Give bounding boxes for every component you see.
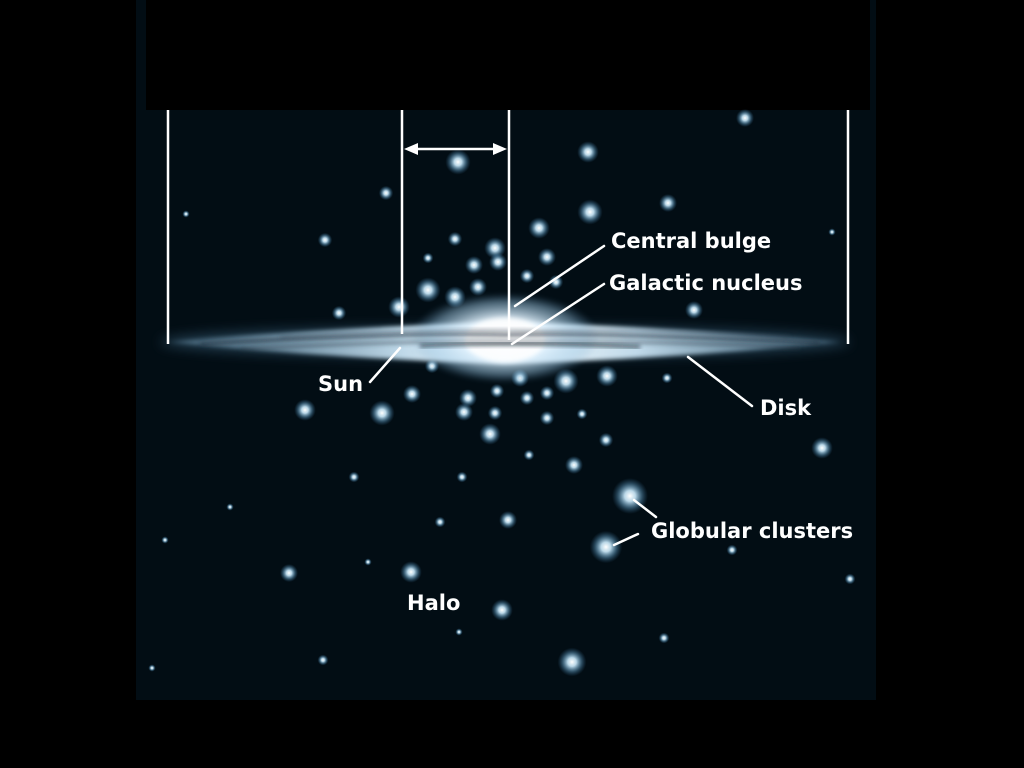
leader-globular-lower: [612, 532, 640, 547]
star: [294, 399, 316, 421]
star: [596, 365, 618, 387]
leader-sun: [368, 346, 402, 384]
star: [182, 210, 190, 218]
star: [489, 383, 505, 399]
halo-stars: [148, 109, 856, 677]
star: [519, 390, 535, 406]
star: [456, 471, 468, 483]
leader-globular-upper: [632, 498, 658, 519]
galactic-nucleus-label: Galactic nucleus: [609, 271, 802, 295]
star: [659, 194, 677, 212]
star: [388, 296, 410, 318]
star: [447, 231, 463, 247]
star: [364, 558, 372, 566]
measurement-lines: [166, 110, 850, 344]
star: [469, 278, 487, 296]
star: [317, 654, 329, 666]
star: [576, 408, 588, 420]
star: [612, 478, 648, 514]
star: [539, 410, 555, 426]
central-bulge-label: Central bulge: [611, 229, 771, 253]
leader-disk: [686, 355, 754, 408]
star: [378, 185, 394, 201]
star: [548, 274, 564, 290]
sun-label: Sun: [318, 372, 363, 396]
star: [317, 232, 333, 248]
leader-galactic-nucleus: [510, 282, 606, 346]
star: [589, 530, 623, 564]
star: [844, 573, 856, 585]
star: [434, 516, 446, 528]
star: [491, 599, 513, 621]
star: [479, 423, 501, 445]
star: [161, 536, 169, 544]
star: [369, 400, 395, 426]
star: [661, 372, 673, 384]
top-band: [146, 0, 870, 110]
star: [736, 109, 754, 127]
star: [685, 301, 703, 319]
star: [811, 437, 833, 459]
star: [403, 385, 421, 403]
dust-lane: [419, 342, 641, 349]
star: [459, 389, 477, 407]
star: [422, 252, 434, 264]
star: [445, 149, 471, 175]
star: [331, 305, 347, 321]
star: [828, 228, 836, 236]
disk-label: Disk: [760, 396, 812, 420]
galaxy: [160, 293, 850, 383]
leader-central-bulge: [513, 244, 606, 308]
star: [523, 449, 535, 461]
leader-lines: [368, 244, 754, 547]
dust-lane: [199, 333, 821, 346]
star: [487, 405, 503, 421]
star: [528, 217, 550, 239]
dust-lane: [279, 329, 791, 338]
star: [499, 511, 517, 529]
arrowhead-left: [404, 143, 418, 155]
star: [226, 503, 234, 511]
dust-lane: [239, 340, 801, 351]
star: [577, 199, 603, 225]
bulge-core: [465, 318, 545, 362]
star: [148, 664, 156, 672]
star: [465, 256, 483, 274]
star: [726, 544, 738, 556]
star: [348, 471, 360, 483]
arrowhead-right: [493, 143, 507, 155]
sun-center-distance-arrow: [404, 143, 507, 155]
star: [455, 628, 463, 636]
star: [415, 277, 441, 303]
star: [280, 564, 298, 582]
star: [400, 561, 422, 583]
star: [565, 456, 583, 474]
halo-label: Halo: [407, 591, 460, 615]
star: [658, 632, 670, 644]
star: [598, 432, 614, 448]
star: [557, 647, 587, 677]
star: [489, 253, 507, 271]
star: [577, 141, 599, 163]
globular-clusters-label: Globular clusters: [651, 519, 853, 543]
star: [455, 403, 473, 421]
star: [519, 268, 535, 284]
star: [538, 248, 556, 266]
star: [539, 385, 555, 401]
